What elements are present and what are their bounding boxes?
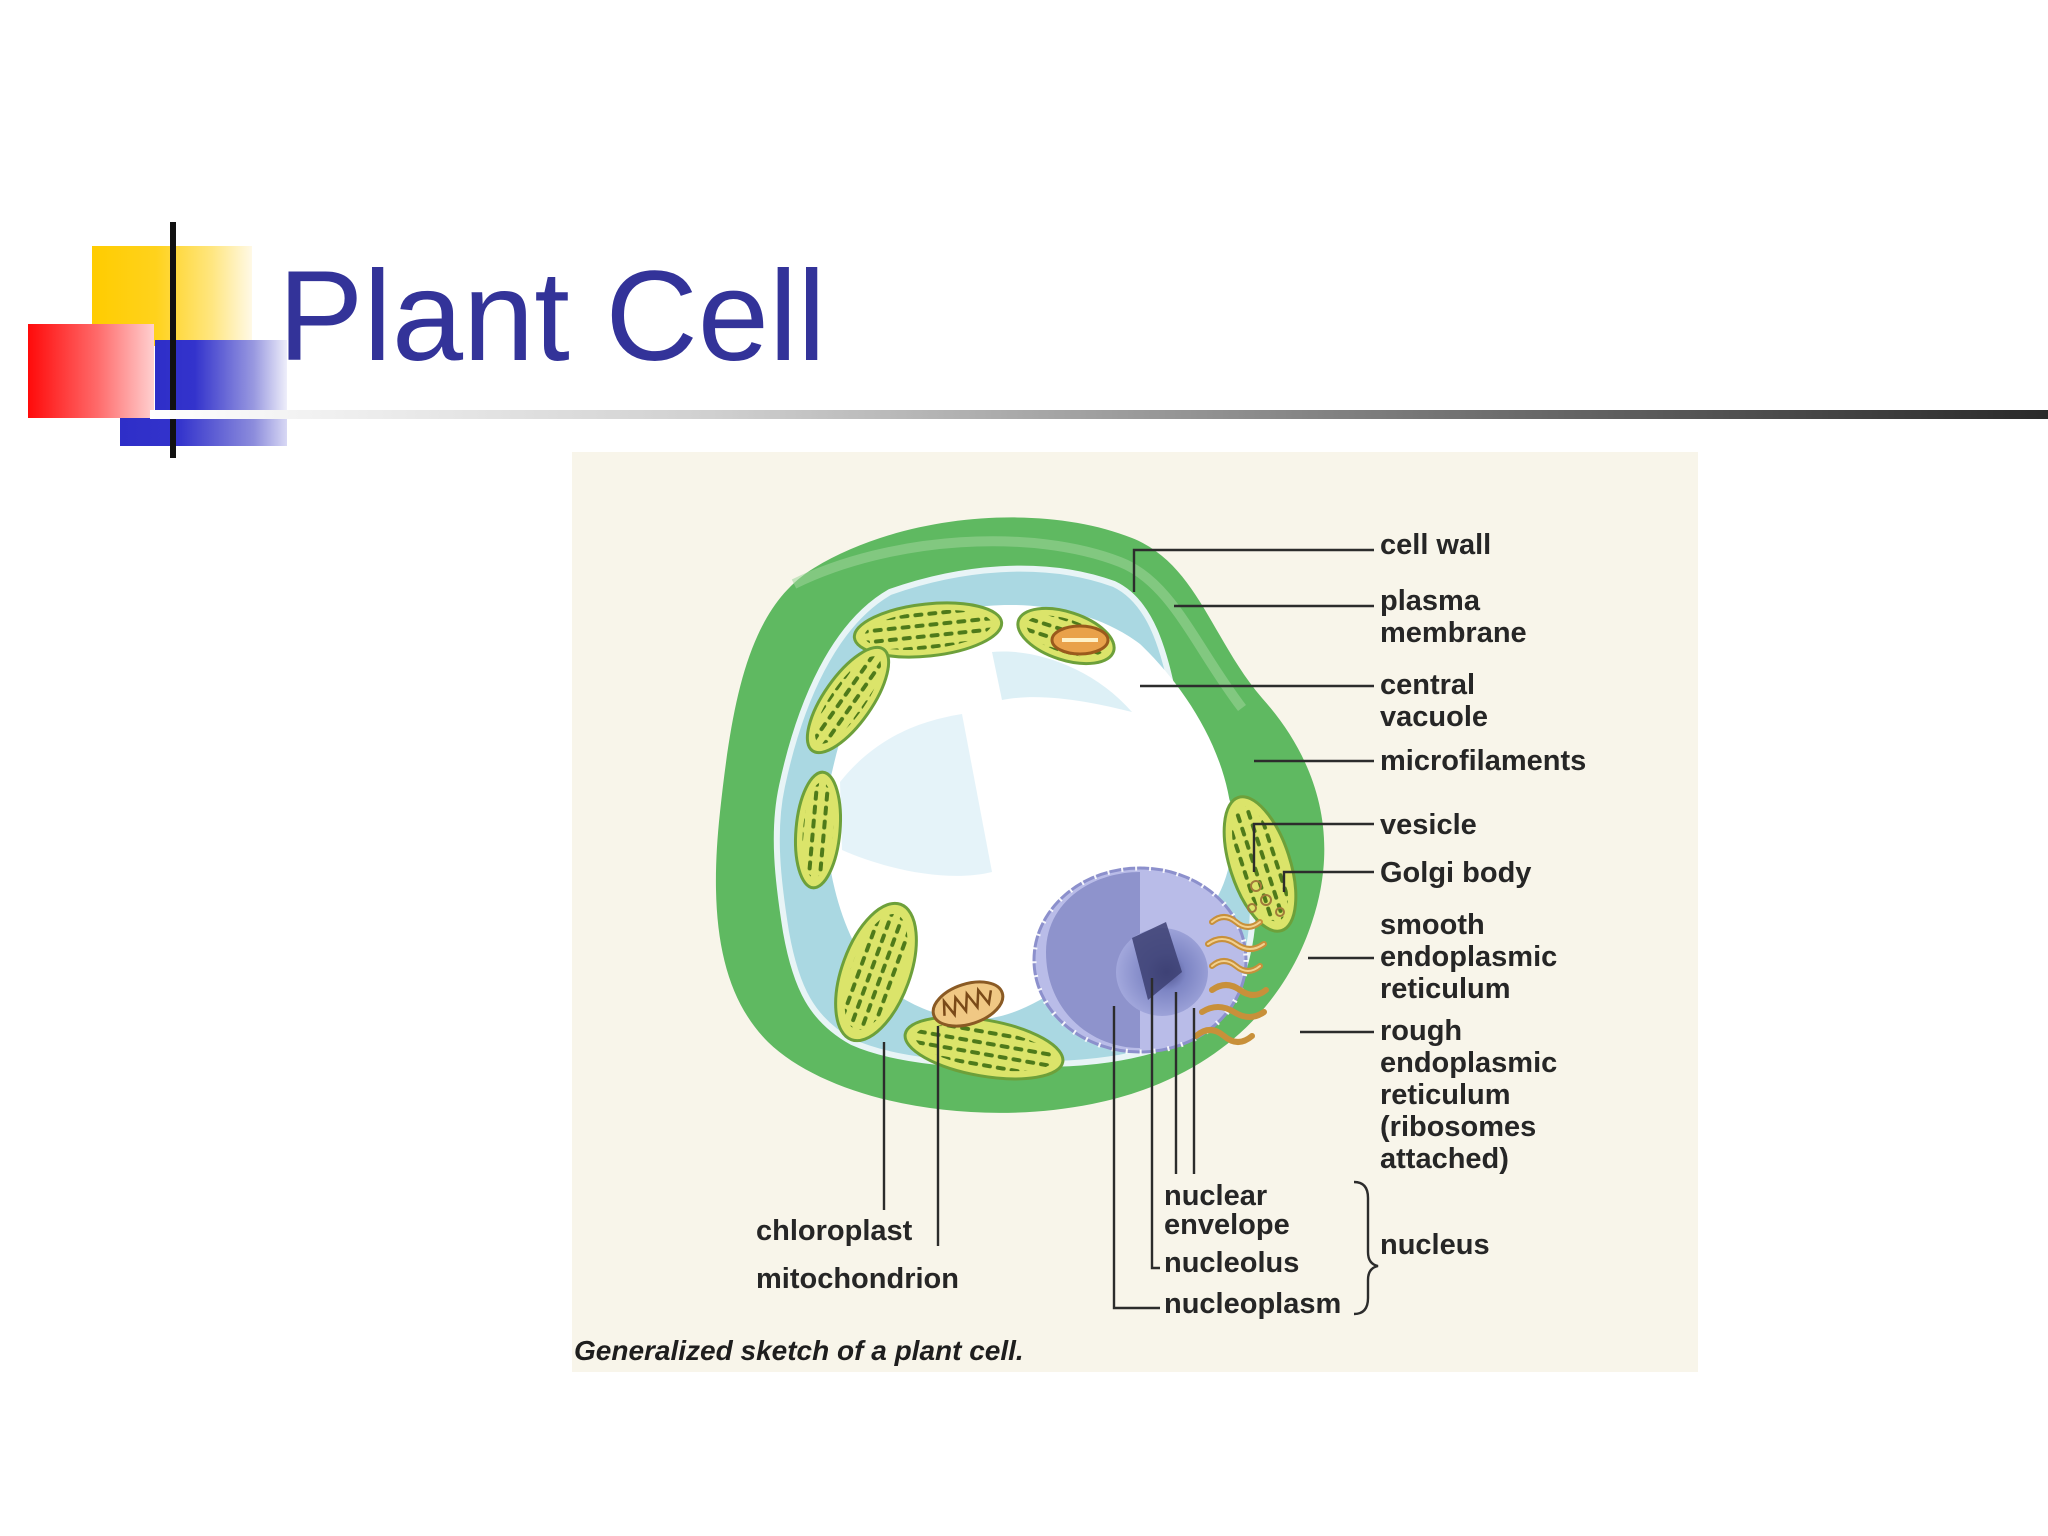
label-plasma-membrane-2: membrane (1380, 617, 1527, 649)
deco-blue-square-bottom (120, 418, 287, 446)
label-smooth-er-1: smooth (1380, 909, 1485, 941)
deco-blue-square-top (155, 340, 287, 410)
label-nucleoplasm: nucleoplasm (1164, 1288, 1341, 1320)
label-plasma-membrane-1: plasma (1380, 585, 1481, 617)
mitochondria (931, 624, 1110, 1028)
endoplasmic-reticulum-shapes (1193, 880, 1285, 1045)
plant-cell-diagram: cell wall plasma membrane central vacuol… (572, 452, 1698, 1372)
diagram-labels: cell wall plasma membrane central vacuol… (574, 529, 1586, 1366)
label-smooth-er-2: endoplasmic (1380, 941, 1557, 973)
label-mitochondrion: mitochondrion (756, 1263, 959, 1295)
title-divider (150, 410, 2048, 419)
nucleus-shape (1031, 865, 1249, 1055)
deco-vertical-bar (170, 222, 176, 458)
label-golgi-body: Golgi body (1380, 857, 1531, 889)
label-rough-er-3: reticulum (1380, 1079, 1511, 1111)
label-rough-er-5: attached) (1380, 1143, 1509, 1175)
label-cell-wall: cell wall (1380, 529, 1491, 561)
label-microfilaments: microfilaments (1380, 745, 1586, 777)
label-rough-er-1: rough (1380, 1015, 1462, 1047)
deco-red-square (28, 324, 154, 418)
label-nucleus: nucleus (1380, 1229, 1490, 1261)
label-vesicle: vesicle (1380, 809, 1477, 841)
label-central-vacuole-2: vacuole (1380, 701, 1488, 733)
diagram-caption: Generalized sketch of a plant cell. (574, 1335, 1024, 1366)
label-nuclear-envelope-1: nuclear (1164, 1180, 1267, 1212)
slide-title: Plant Cell (278, 245, 826, 388)
label-rough-er-4: (ribosomes (1380, 1111, 1536, 1143)
label-chloroplast: chloroplast (756, 1215, 913, 1247)
label-central-vacuole-1: central (1380, 669, 1475, 701)
label-nucleolus: nucleolus (1164, 1247, 1299, 1279)
label-smooth-er-3: reticulum (1380, 973, 1511, 1005)
leader-lines (882, 548, 1379, 1316)
label-rough-er-2: endoplasmic (1380, 1047, 1557, 1079)
label-nuclear-envelope-2: envelope (1164, 1209, 1290, 1241)
